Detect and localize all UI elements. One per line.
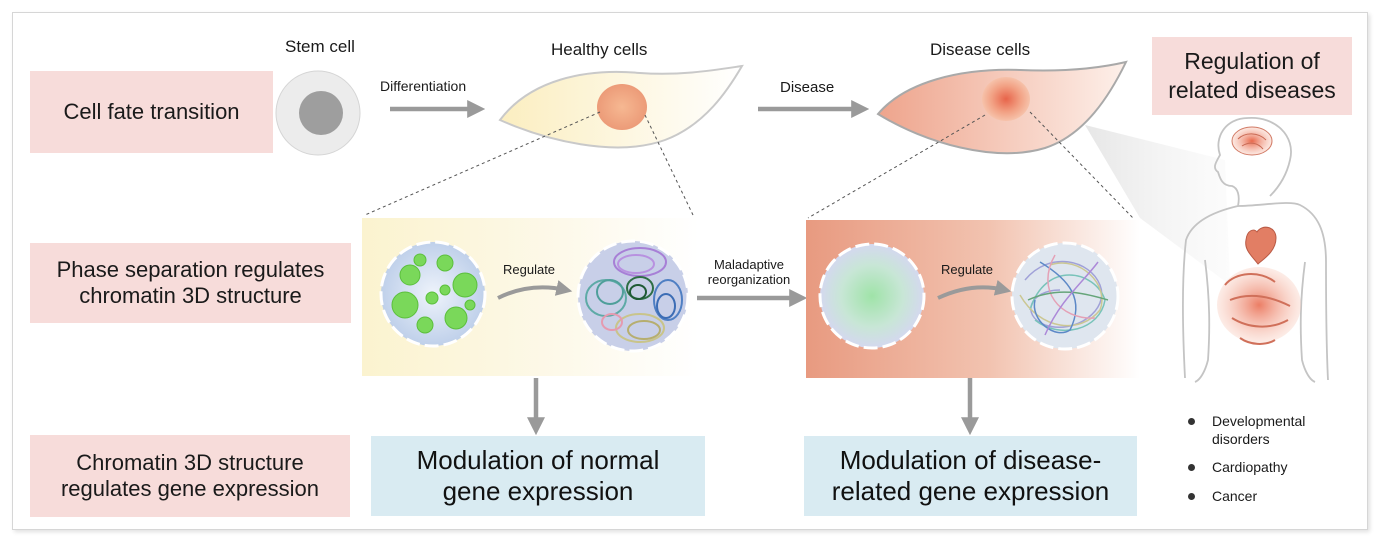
stem-cell-label: Stem cell	[285, 37, 355, 56]
human-body	[1181, 117, 1329, 383]
row-label-cell-fate: Cell fate transition	[30, 71, 273, 153]
disease-cells-label: Disease cells	[930, 40, 1031, 59]
regulate-arrow-right	[937, 279, 1012, 300]
row-label-chromatin-line1: Chromatin 3D structure	[76, 450, 304, 475]
disease-item-line1: Developmental	[1212, 413, 1306, 429]
disease-expression-box: Modulation of disease- related gene expr…	[804, 436, 1137, 516]
disease-expression-line1: Modulation of disease-	[839, 445, 1102, 475]
diffuse-condensate-nucleus	[818, 242, 926, 350]
healthy-nucleus	[597, 84, 647, 130]
healthy-cells-label: Healthy cells	[551, 40, 648, 59]
differentiation-label: Differentiation	[380, 78, 467, 94]
disease-item-cancer-text: Cancer	[1212, 488, 1258, 504]
disease-item-line2: disorders	[1212, 431, 1270, 447]
row-label-chromatin-line2: regulates gene expression	[60, 476, 320, 501]
disease-nucleus	[982, 77, 1030, 121]
disease-arrow-label: Disease	[780, 79, 835, 96]
related-diseases-line2: related diseases	[1168, 77, 1336, 103]
disease-item-cardiopathy-text: Cardiopathy	[1212, 459, 1288, 475]
stem-cell-nucleus	[299, 91, 343, 135]
maladaptive-label: Maladaptive reorganization	[699, 257, 799, 287]
disease-expression-line2: related gene expression	[831, 476, 1110, 506]
row-label-cell-fate-text: Cell fate transition	[63, 99, 240, 124]
bullet-icon	[1188, 493, 1195, 500]
regulate-arrow-left	[497, 280, 573, 300]
organized-chromatin-nucleus	[576, 239, 690, 353]
related-diseases-line1: Regulation of	[1184, 48, 1320, 74]
row-label-chromatin: Chromatin 3D structure regulates gene ex…	[30, 435, 350, 517]
disease-item-cancer: Cancer	[1188, 487, 1338, 507]
normal-expression-line1: Modulation of normal	[416, 445, 660, 475]
disease-item-developmental: Developmental disorders	[1188, 412, 1338, 448]
row-label-phase-line1: Phase separation regulates	[56, 257, 325, 282]
heart-icon	[1245, 226, 1277, 265]
maladaptive-line1: Maladaptive	[713, 257, 785, 272]
maladaptive-line2: reorganization	[707, 272, 791, 287]
bullet-icon	[1188, 418, 1195, 425]
disease-item-cardiopathy: Cardiopathy	[1188, 458, 1338, 478]
row-label-phase-line2: chromatin 3D structure	[79, 283, 302, 308]
regulate-right-label: Regulate	[941, 262, 994, 277]
related-diseases-title: Regulation of related diseases	[1152, 37, 1352, 115]
brain-icon	[1231, 126, 1273, 156]
regulate-left-label: Regulate	[503, 262, 556, 277]
disease-item-developmental-text: Developmental disorders	[1212, 412, 1305, 448]
normal-expression-box: Modulation of normal gene expression	[371, 436, 705, 516]
normal-expression-line2: gene expression	[442, 476, 634, 506]
bullet-icon	[1188, 464, 1195, 471]
row-label-phase-separation: Phase separation regulates chromatin 3D …	[30, 243, 351, 323]
